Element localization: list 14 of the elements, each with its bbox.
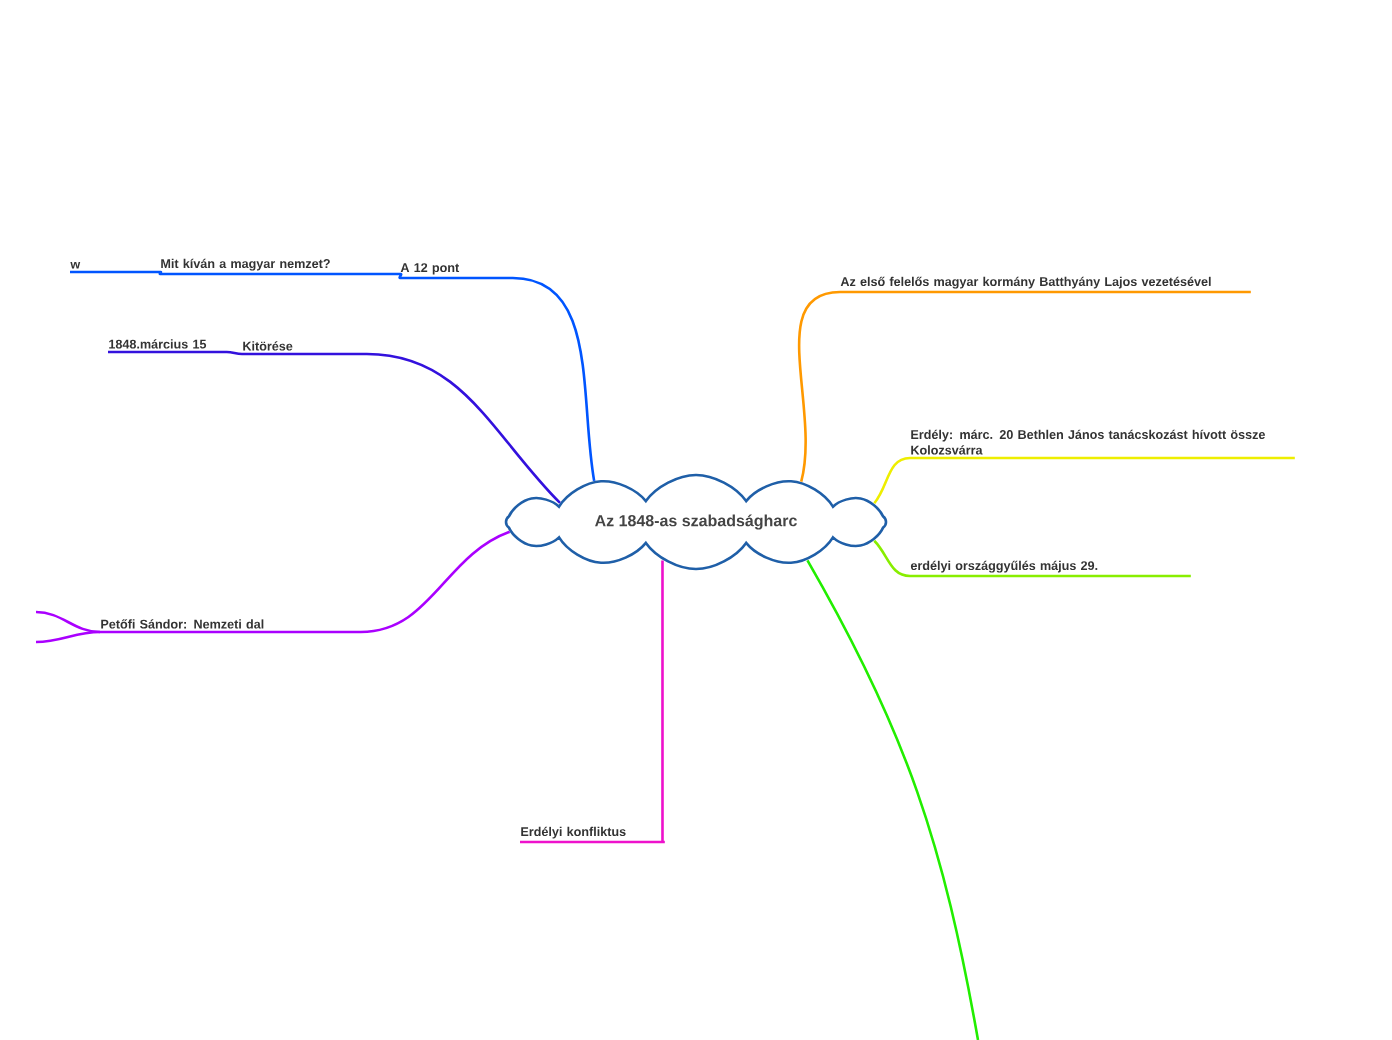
branch-line	[160, 272, 403, 279]
branch-line	[100, 530, 511, 634]
branch-line	[873, 456, 1295, 505]
branch-line	[400, 276, 596, 482]
branch-line	[873, 539, 1191, 578]
branch-line	[797, 290, 1251, 482]
branch-line	[520, 560, 667, 844]
branch-line	[108, 350, 243, 356]
branch-line	[35, 630, 101, 644]
branch-line	[242, 352, 561, 504]
branch-line	[35, 610, 101, 634]
central-cloud: Az 1848-as szabadságharc	[504, 473, 888, 571]
branch-line	[806, 559, 980, 1040]
branch-line	[70, 270, 163, 275]
